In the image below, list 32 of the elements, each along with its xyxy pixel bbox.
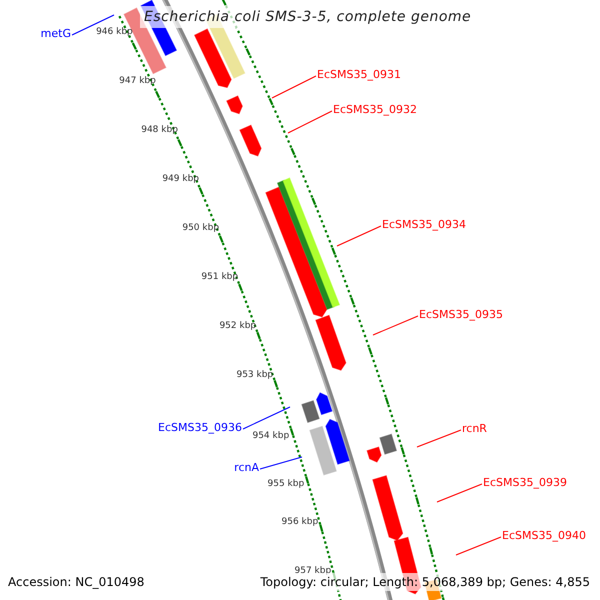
scale-label: 951 kbp	[201, 271, 238, 283]
scale-label: 947 kbp	[119, 75, 156, 87]
gene-label: EcSMS35_0931	[317, 68, 401, 82]
leader-line	[336, 226, 382, 246]
gene-label: EcSMS35_0934	[382, 218, 466, 232]
leader-line	[416, 430, 462, 448]
scale-label: 956 kbp	[282, 516, 318, 528]
leader-line	[260, 456, 302, 470]
gene-label: rcnR	[462, 422, 487, 436]
scale-label: 953 kbp	[236, 369, 274, 381]
scale-label: 948 kbp	[141, 124, 178, 136]
scale-label: 955 kbp	[268, 478, 304, 490]
scale-label: 949 kbp	[162, 173, 199, 185]
leader-line	[436, 484, 482, 502]
gene-label: EcSMS35_0935	[419, 308, 503, 322]
summary-text: Topology: circular; Length: 5,068,389 bp; Genes: 4,855	[258, 573, 592, 591]
leader-line	[372, 316, 418, 336]
gene-label: EcSMS35_0936	[158, 421, 242, 435]
scale-label: 954 kbp	[252, 430, 290, 442]
leader-line	[288, 110, 332, 134]
leader-line	[456, 536, 502, 556]
leader-line	[272, 76, 316, 98]
gene-label: EcSMS35_0940	[502, 529, 586, 543]
gene-label: EcSMS35_0932	[333, 103, 417, 117]
leader-line	[242, 406, 290, 430]
gene-label: EcSMS35_0939	[483, 476, 567, 490]
scale-label: 946 kbp	[96, 26, 133, 38]
scale-label: 952 kbp	[219, 320, 256, 332]
gene-label: rcnA	[234, 461, 259, 475]
gene-label: metG	[40, 27, 71, 41]
scale-label: 950 kbp	[182, 222, 220, 234]
leader-line	[72, 14, 114, 36]
